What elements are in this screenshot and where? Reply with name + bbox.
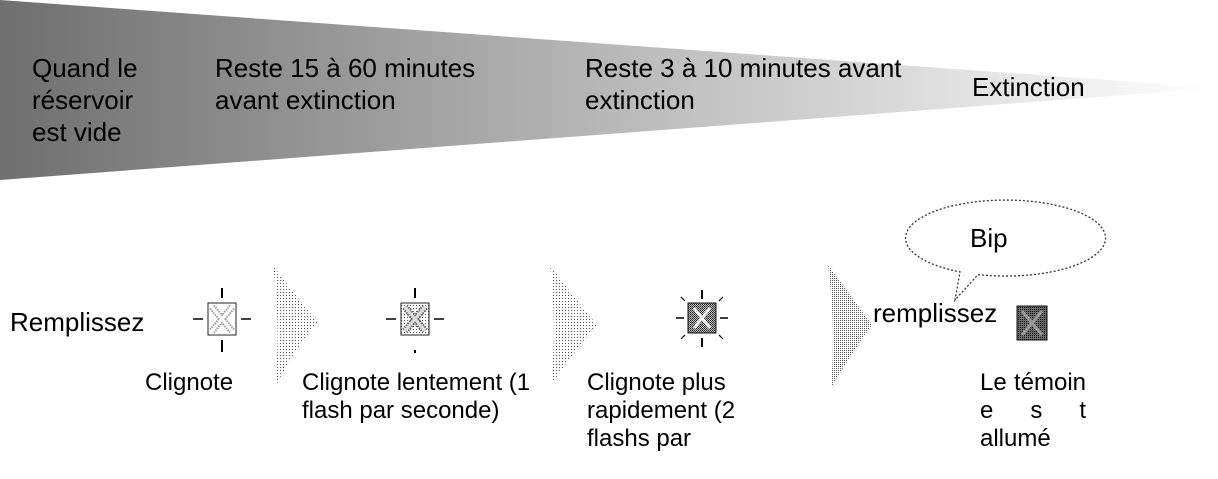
stage-line: Extinction	[972, 72, 1085, 102]
caption-line: Clignote plus	[587, 369, 726, 396]
indicator-caption: Clignote	[145, 369, 233, 397]
caption-line: Le témoin	[980, 369, 1086, 396]
indicator-caption: Clignote lentement (1 flash par seconde)	[302, 369, 530, 425]
indicator-lamp-icon	[1016, 305, 1048, 341]
caption-line: rapidement (2	[587, 397, 736, 424]
stage-line: Reste 15 à 60 minutes	[215, 53, 476, 83]
transition-arrow-icon	[550, 265, 597, 385]
transition-arrow-icon	[273, 265, 318, 388]
stage-line: extinction	[585, 85, 695, 115]
caption-line: flashs par	[587, 425, 692, 452]
refill-label-end: remplissez	[873, 298, 998, 328]
indicator-lamp-icon	[386, 288, 444, 353]
stage-line: avant extinction	[215, 85, 396, 115]
stage-line: Reste 3 à 10 minutes avant	[585, 53, 902, 83]
transition-arrow-icon	[828, 265, 872, 388]
bubble-text: Bip	[970, 223, 1008, 253]
countdown-wedge	[0, 0, 1218, 180]
stage-line: est vide	[32, 117, 122, 147]
caption-line: flash par seconde)	[302, 397, 500, 424]
indicator-lamp-icon	[193, 288, 251, 352]
caption-line: allumé	[980, 425, 1051, 452]
stage-line: réservoir	[32, 85, 134, 115]
stage-label-3-10: Reste 3 à 10 minutes avant extinction	[585, 52, 902, 116]
indicator-caption: Clignote plus rapidement (2 flashs par	[587, 369, 735, 453]
caption-line: e s t	[980, 397, 1086, 424]
refill-label-start: Remplissez	[10, 307, 145, 337]
caption-line: Clignote	[145, 369, 234, 396]
speech-bubble	[904, 199, 1107, 303]
stage-label-empty: Quand le réservoir est vide	[32, 52, 138, 148]
stage-label-extinction: Extinction	[972, 71, 1085, 103]
stage-label-15-60: Reste 15 à 60 minutes avant extinction	[215, 52, 475, 116]
stage-line: Quand le	[32, 53, 138, 83]
indicator-lamp-icon	[676, 290, 728, 347]
indicator-caption: Le témoin e s t allumé	[980, 369, 1086, 453]
caption-line: Clignote lentement (1	[302, 369, 531, 396]
